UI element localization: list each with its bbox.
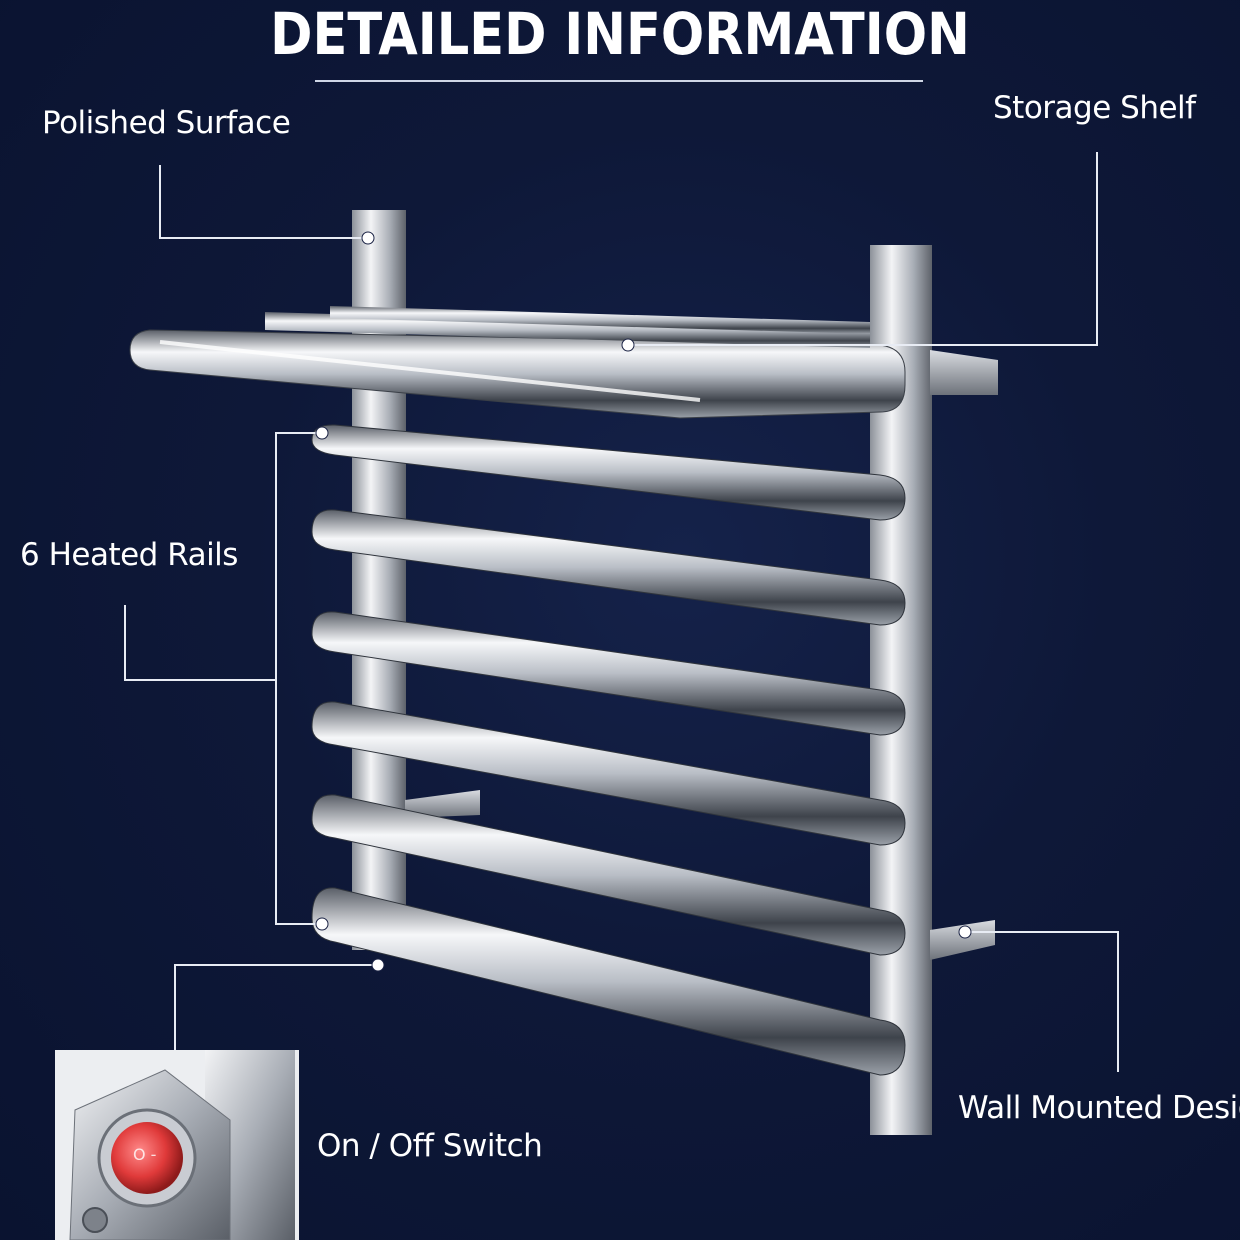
rail-4: [311, 701, 906, 846]
rail-3: [311, 611, 906, 736]
heated-rails-bracket: [275, 432, 322, 925]
switch-leader: [174, 964, 378, 1050]
wall-mounted-label: Wall Mounted Desig: [958, 1090, 1240, 1126]
switch-closeup-image: O -: [55, 1050, 299, 1240]
switch-dot: [371, 958, 385, 972]
callout-lines: [124, 152, 1119, 1072]
switch-rocker: [111, 1122, 183, 1194]
upper-wall-bracket: [930, 350, 998, 395]
page-title: DETAILED INFORMATION: [270, 0, 970, 68]
switch-closeup-art: O -: [55, 1050, 299, 1240]
rails-bottom-dot: [315, 917, 329, 931]
storage-shelf: [129, 306, 906, 419]
polished-surface-label: Polished Surface: [42, 105, 291, 141]
heated-rails: [311, 424, 906, 1076]
svg-text:O -: O -: [133, 1145, 156, 1164]
rail-6: [311, 887, 906, 1076]
storage-shelf-leader: [628, 152, 1098, 346]
callout-dots: [315, 231, 972, 972]
switch-label: On / Off Switch: [317, 1128, 543, 1164]
wall-mounted-leader: [965, 931, 1119, 1072]
polished-surface-leader: [159, 165, 368, 239]
rail-2: [311, 509, 906, 626]
rail-5: [311, 794, 906, 956]
wall-mounted-dot: [958, 925, 972, 939]
lower-left-wall-bracket: [405, 790, 480, 818]
lower-right-wall-bracket: [930, 920, 995, 960]
screw: [82, 1207, 108, 1233]
heated-rails-leader: [124, 605, 276, 681]
title-divider: [315, 80, 923, 82]
storage-shelf-label: Storage Shelf: [993, 90, 1196, 126]
polished-surface-dot: [361, 231, 375, 245]
rails-top-dot: [315, 426, 329, 440]
heated-rails-label: 6 Heated Rails: [20, 537, 238, 573]
storage-shelf-dot: [621, 338, 635, 352]
